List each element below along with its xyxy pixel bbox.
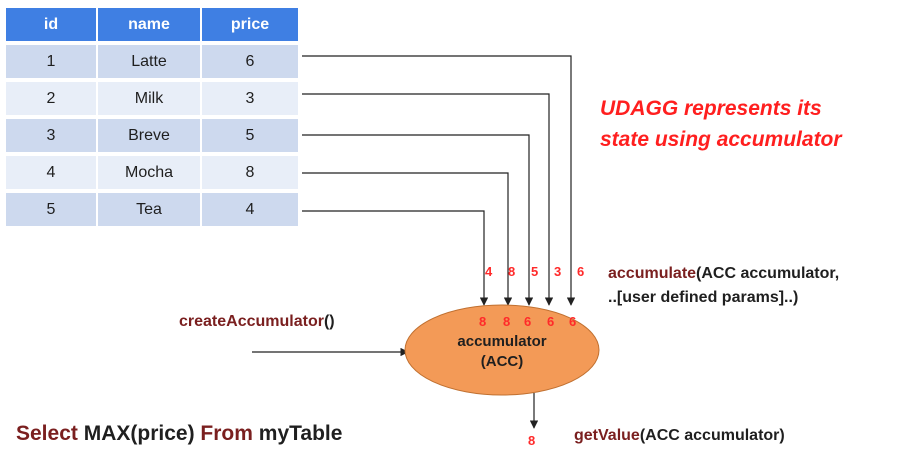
table-row: 1 Latte 6 [6,45,298,78]
cell-id: 2 [6,82,98,115]
state-value: 6 [569,314,577,329]
cell-name: Milk [98,82,202,115]
output-value: 8 [528,433,536,448]
create-args: () [323,313,335,330]
table-row: 4 Mocha 8 [6,156,298,189]
get-value-function: getValue(ACC accumulator) [574,427,785,445]
table-row: 2 Milk 3 [6,82,298,115]
connector-row-2 [302,93,554,306]
state-value: 8 [503,314,511,329]
header-name: name [98,8,202,41]
cell-price: 5 [202,119,298,152]
cell-price: 8 [202,156,298,189]
input-value: 4 [485,264,493,279]
accumulate-args-2: ..[user defined params]..) [608,289,799,306]
sql-select-keyword: Select [16,422,78,445]
accumulate-args-1: (ACC accumulator, [696,265,840,282]
connector-row-5 [302,210,489,306]
sql-query: Select MAX(price) From myTable [16,422,342,446]
cell-name: Breve [98,119,202,152]
sql-table-name: myTable [258,422,343,445]
input-value: 6 [577,264,585,279]
cell-price: 6 [202,45,298,78]
get-value-name: getValue [574,427,640,444]
cell-id: 5 [6,193,98,226]
state-value: 6 [547,314,555,329]
header-id: id [6,8,98,41]
table-header-row: id name price [6,8,298,41]
sql-expression: MAX(price) [83,422,195,445]
header-price: price [202,8,298,41]
cell-name: Mocha [98,156,202,189]
cell-price: 4 [202,193,298,226]
connector-row-4 [302,172,513,306]
sql-from-keyword: From [200,422,253,445]
accumulate-name: accumulate [608,265,697,282]
cell-name: Latte [98,45,202,78]
note-line-2: state using accumulator [600,128,842,151]
cell-id: 4 [6,156,98,189]
create-name: createAccumulator [179,313,324,330]
accumulator-ellipse [404,304,600,396]
get-value-args: (ACC accumulator) [639,427,785,444]
cell-id: 1 [6,45,98,78]
cell-id: 3 [6,119,98,152]
accumulator-label: accumulator (ACC) [402,332,602,372]
data-table: id name price 1 Latte 6 2 Milk 3 3 Breve… [6,4,298,230]
state-value: 8 [479,314,487,329]
accumulator-label-line-2: (ACC) [480,353,524,370]
connector-row-1 [302,55,576,306]
input-value: 8 [508,264,516,279]
cell-name: Tea [98,193,202,226]
state-value: 6 [524,314,532,329]
accumulator-label-line-1: accumulator [457,333,547,350]
input-value: 3 [554,264,562,279]
connector-row-3 [302,134,534,306]
accumulate-function: accumulate(ACC accumulator, ..[user defi… [608,262,839,310]
cell-price: 3 [202,82,298,115]
note-line-1: UDAGG represents its [600,97,822,120]
table-row: 3 Breve 5 [6,119,298,152]
create-accumulator-function: createAccumulator() [179,313,335,331]
udagg-note: UDAGG represents its state using accumul… [600,93,842,155]
table-row: 5 Tea 4 [6,193,298,226]
input-value: 5 [531,264,539,279]
